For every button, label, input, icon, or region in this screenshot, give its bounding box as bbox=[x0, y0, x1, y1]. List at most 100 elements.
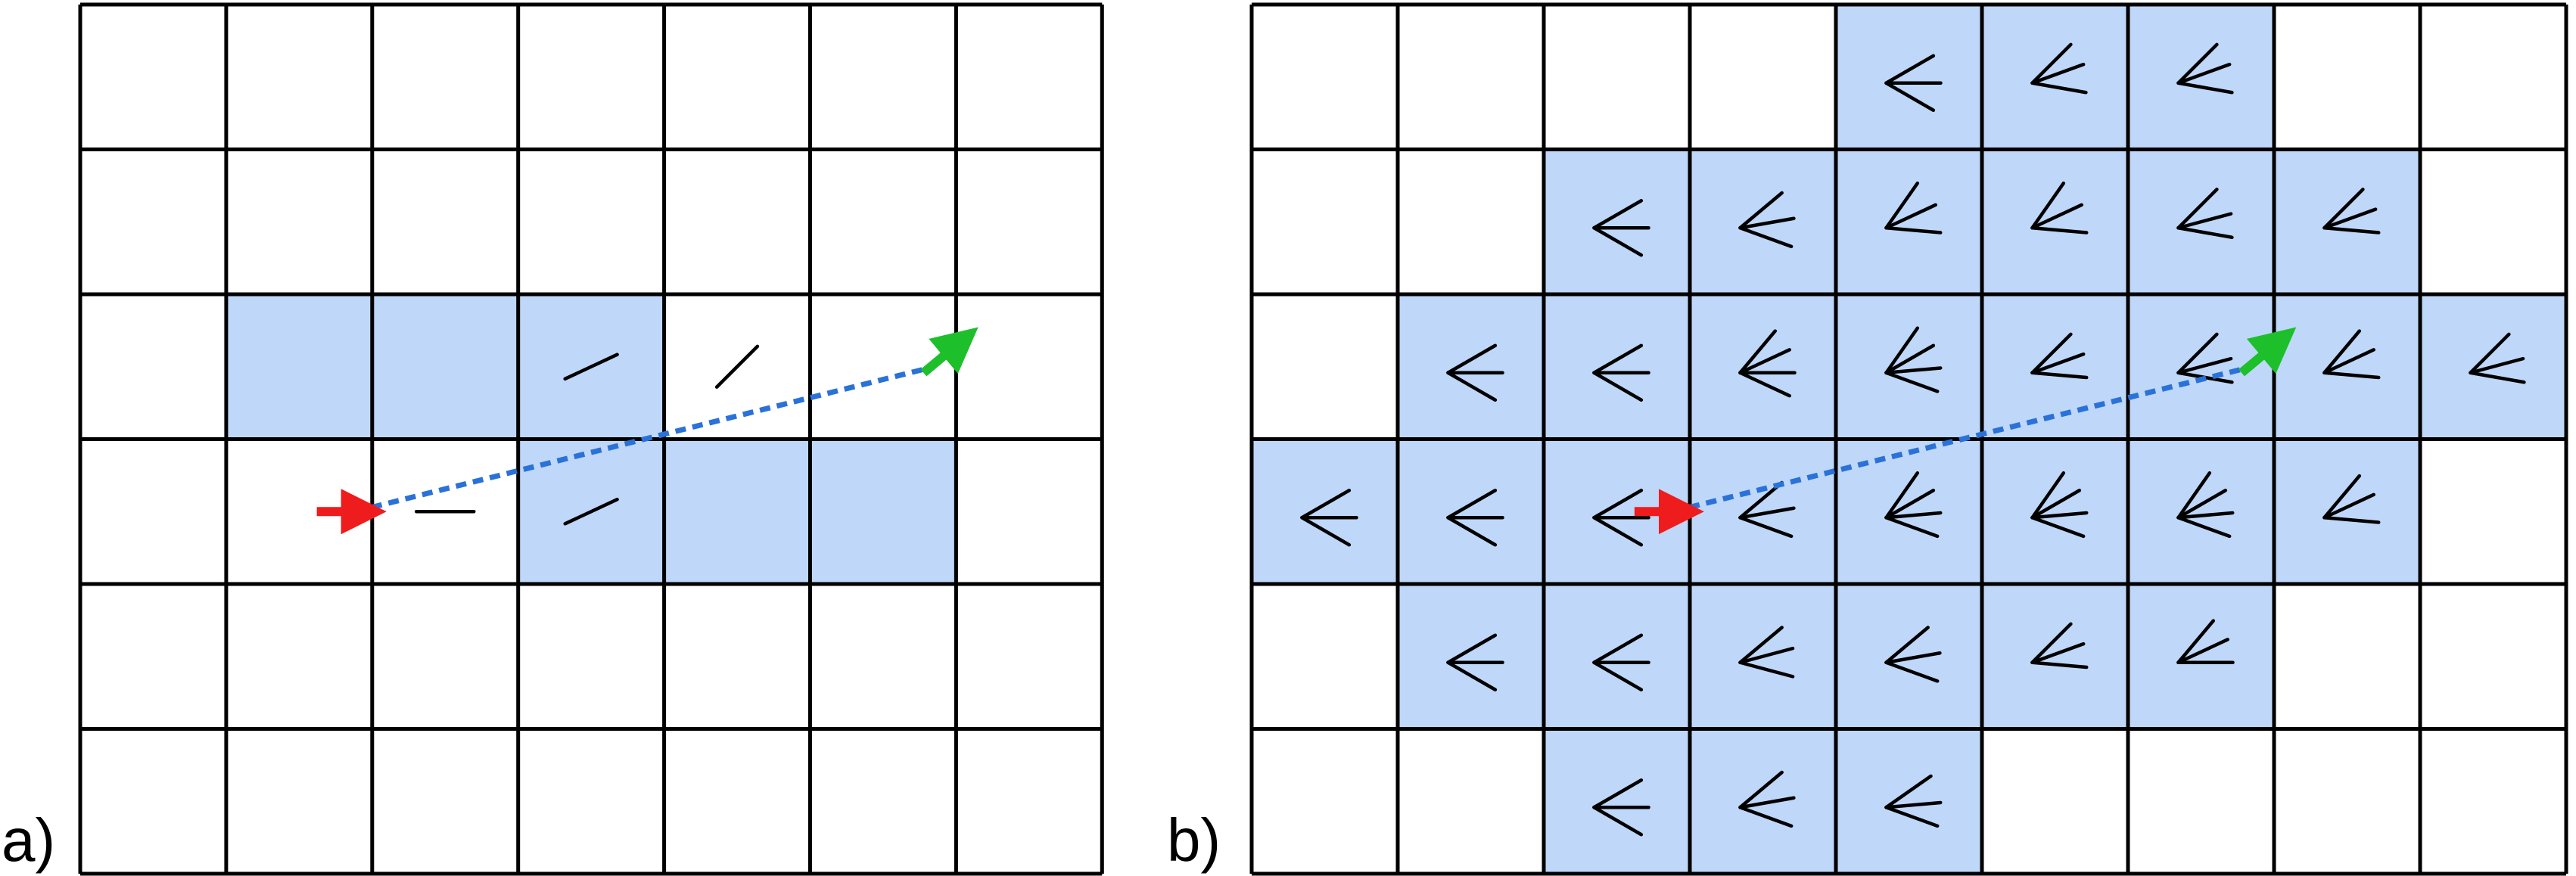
direction-line bbox=[2322, 226, 2381, 235]
highlight-cell bbox=[372, 294, 518, 440]
highlight-cell bbox=[1982, 439, 2128, 584]
direction-line bbox=[2176, 471, 2212, 520]
direction-line bbox=[2176, 332, 2219, 374]
direction-line bbox=[1884, 626, 1930, 664]
direction-line bbox=[1592, 806, 1644, 837]
direction-line bbox=[1884, 800, 1943, 809]
direction-fan-icon bbox=[2469, 332, 2526, 384]
direction-line bbox=[1884, 326, 1920, 374]
direction-line bbox=[1738, 646, 1795, 664]
direction-line bbox=[1592, 199, 1644, 230]
direction-fan-icon bbox=[2030, 182, 2089, 235]
direction-line bbox=[1738, 371, 1792, 398]
direction-line bbox=[1884, 182, 1920, 230]
panel-b-label: b) bbox=[1167, 806, 1221, 874]
green-arrow-icon bbox=[2238, 327, 2297, 377]
highlight-cell bbox=[1398, 584, 1544, 729]
direction-line bbox=[2322, 371, 2381, 380]
direction-line bbox=[2176, 81, 2234, 95]
direction-fan-icon bbox=[1738, 770, 1796, 828]
direction-line bbox=[1738, 216, 1796, 230]
highlight-cell bbox=[1982, 149, 2128, 294]
direction-fan-icon bbox=[2322, 474, 2381, 524]
direction-line bbox=[2030, 81, 2088, 95]
direction-line bbox=[2030, 352, 2086, 374]
direction-line bbox=[2030, 371, 2089, 380]
direction-fan-icon bbox=[714, 344, 760, 389]
direction-line bbox=[1884, 226, 1943, 235]
direction-fan-icon bbox=[1884, 326, 1943, 393]
direction-fan-icon bbox=[1884, 626, 1942, 683]
highlight-cell bbox=[2128, 584, 2274, 729]
highlight-cell bbox=[1398, 294, 1544, 440]
direction-line bbox=[2322, 492, 2376, 520]
direction-fan-icon bbox=[1592, 633, 1650, 691]
panel-a bbox=[78, 2, 1104, 876]
highlight-cell bbox=[2274, 294, 2420, 440]
highlight-cell bbox=[1690, 149, 1836, 294]
highlight-cell bbox=[2274, 149, 2420, 294]
direction-line bbox=[1884, 806, 1940, 828]
direction-line bbox=[2030, 332, 2073, 374]
direction-line bbox=[2322, 474, 2362, 520]
direction-line bbox=[1592, 489, 1644, 520]
highlight-cell bbox=[1544, 584, 1690, 729]
direction-line bbox=[1738, 806, 1794, 828]
direction-fan-icon bbox=[1446, 633, 1504, 691]
direction-line bbox=[2030, 489, 2082, 520]
direction-fan-icon bbox=[2176, 188, 2234, 240]
panel-b bbox=[1249, 2, 2568, 876]
highlight-cell bbox=[1544, 728, 1690, 874]
highlight-cell bbox=[1544, 439, 1690, 584]
direction-fan-icon bbox=[2176, 471, 2235, 539]
dashed-path-line bbox=[353, 364, 935, 514]
highlight-cell bbox=[1252, 439, 1398, 584]
direction-line bbox=[2030, 516, 2086, 539]
direction-line bbox=[1592, 343, 1644, 374]
direction-line bbox=[2030, 660, 2089, 669]
direction-line bbox=[1592, 660, 1644, 691]
direction-line bbox=[563, 497, 619, 526]
highlight-cell bbox=[2128, 5, 2274, 150]
panel-a-label: a) bbox=[2, 806, 55, 874]
direction-fan-icon bbox=[1592, 778, 1650, 837]
direction-line bbox=[2322, 329, 2362, 374]
direction-line bbox=[1592, 226, 1644, 257]
direction-line bbox=[2030, 182, 2066, 230]
direction-line bbox=[2176, 226, 2234, 240]
direction-line bbox=[1446, 343, 1498, 374]
direction-line bbox=[1738, 660, 1795, 679]
direction-line bbox=[1592, 371, 1644, 402]
direction-line bbox=[2469, 356, 2525, 374]
direction-line bbox=[1446, 633, 1498, 664]
highlight-cell bbox=[1690, 439, 1836, 584]
direction-fan-icon bbox=[2030, 622, 2089, 669]
direction-fan-icon bbox=[563, 353, 619, 381]
direction-line bbox=[1446, 660, 1498, 691]
direction-fan-icon bbox=[1592, 343, 1650, 402]
direction-line bbox=[1884, 471, 1920, 520]
direction-line bbox=[2030, 641, 2086, 664]
highlight-cell bbox=[2274, 439, 2420, 584]
direction-line bbox=[2030, 471, 2066, 520]
highlight-cell bbox=[664, 439, 810, 584]
direction-line bbox=[2176, 619, 2216, 664]
direction-line bbox=[1738, 626, 1784, 664]
direction-fan-icon bbox=[563, 497, 619, 526]
direction-line bbox=[1300, 516, 1352, 547]
direction-line bbox=[2176, 516, 2232, 539]
direction-line bbox=[2322, 516, 2381, 524]
direction-line bbox=[1738, 770, 1784, 809]
highlight-cell bbox=[1836, 149, 1982, 294]
direction-fan-icon bbox=[1592, 199, 1650, 257]
direction-line bbox=[1884, 343, 1936, 374]
direction-line bbox=[1446, 489, 1498, 520]
direction-fan-icon bbox=[1300, 489, 1358, 547]
direction-line bbox=[2322, 207, 2378, 230]
direction-fan-icon bbox=[2176, 619, 2235, 664]
highlight-cell bbox=[1690, 294, 1836, 440]
highlight-cell bbox=[1836, 439, 1982, 584]
direction-line bbox=[1884, 366, 1943, 374]
highlight-cell bbox=[1544, 149, 1690, 294]
direction-line bbox=[1446, 371, 1498, 402]
